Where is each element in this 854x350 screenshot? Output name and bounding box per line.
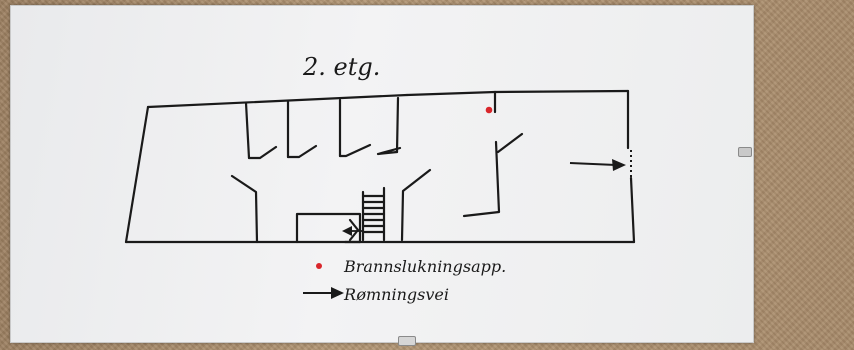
- legend-red-dot-icon: [316, 263, 322, 269]
- door-room-1: [247, 145, 278, 160]
- stairwell-box: [295, 212, 362, 244]
- top-wall-mid: [405, 90, 497, 97]
- floor-title: 2. etg.: [302, 53, 380, 81]
- corridor-wall-left: [230, 174, 259, 244]
- board-clip-right: [738, 147, 752, 157]
- door-room-4: [376, 146, 402, 156]
- corridor-wall-right: [400, 168, 432, 242]
- door-room-3: [338, 143, 372, 158]
- left-wall: [124, 105, 150, 244]
- stairwell-arrow-icon: [342, 226, 362, 236]
- right-wall-lower: [629, 176, 636, 244]
- top-wall-left: [146, 93, 409, 109]
- door-right-room: [496, 132, 524, 154]
- legend-escape-label: Rømningsvei: [343, 285, 449, 304]
- top-wall-right: [493, 89, 630, 94]
- stair-steps: [361, 194, 386, 234]
- extinguisher-marker-icon: [485, 106, 493, 114]
- board-clip-bottom: [398, 336, 416, 346]
- door-room-2: [286, 144, 318, 159]
- legend-extinguisher-label: Brannslukningsapp.: [343, 257, 506, 276]
- room-divider-1: [244, 101, 251, 160]
- whiteboard: [10, 5, 754, 343]
- stair-turn: [348, 218, 360, 242]
- partition-right-room: [462, 140, 501, 218]
- legend-arrow-icon: [303, 287, 344, 299]
- room-divider-4: [395, 96, 400, 154]
- escape-arrow-icon: [569, 159, 626, 171]
